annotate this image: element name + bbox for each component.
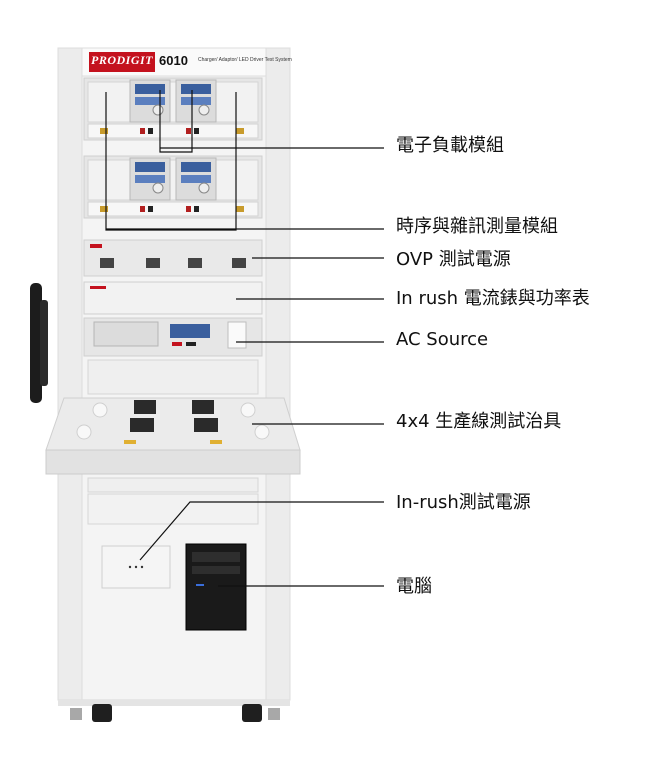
load-unit-2b-lcd2 [181, 175, 211, 183]
leader-electronic-load [159, 90, 193, 153]
ac-source-button-red [172, 342, 182, 346]
terminal-2-6 [236, 206, 244, 212]
fixture-button-left [124, 440, 136, 444]
wheel-right [242, 704, 262, 722]
ac-source-outlet [227, 321, 247, 349]
ovp-port-2 [146, 258, 160, 268]
callout-lines [105, 90, 384, 587]
lower-panel-2 [87, 493, 259, 525]
inrush-meter-indicator [90, 286, 106, 289]
ac-source-lcd [170, 324, 210, 338]
load-rack-1-strip [87, 123, 259, 139]
inrush-meter-module [83, 281, 263, 315]
callout-inrush-meter: In rush 電流錶與功率表 [396, 288, 590, 309]
fixture-socket-2 [192, 400, 214, 414]
fixture-socket-1 [134, 400, 156, 414]
cabinet-left-edge [57, 47, 83, 701]
terminal-1-2 [140, 128, 145, 134]
model-description: Charger/ Adaptor/ LED Driver Test System [198, 57, 292, 63]
load-unit-2a-lcd [135, 162, 165, 172]
load-knob-2a [152, 182, 164, 194]
ac-source-keys [93, 321, 159, 347]
wheel-left [92, 704, 112, 722]
terminal-1-6 [236, 128, 244, 134]
callout-test-fixture: 4x4 生產線測試治具 [396, 411, 562, 432]
callout-ac-source: AC Source [396, 329, 489, 350]
terminal-2-2 [140, 206, 145, 212]
load-rack-2-strip [87, 201, 259, 217]
load-unit-1a-lcd2 [135, 97, 165, 105]
callout-ovp-power: OVP 測試電源 [396, 249, 511, 270]
computer-power-led [196, 584, 204, 586]
fixture-outlet-3 [76, 424, 92, 440]
blank-panel [87, 359, 259, 395]
load-unit-1a-lcd [135, 84, 165, 94]
load-knob-1a [152, 104, 164, 116]
inrush-power-led-2 [134, 565, 138, 569]
brand-logo-strip [89, 68, 155, 72]
cabinet-base [58, 700, 290, 706]
load-knob-2b [198, 182, 210, 194]
terminal-1-3 [148, 128, 153, 134]
fixture-outlet-1 [92, 402, 108, 418]
ovp-indicator [90, 244, 102, 248]
terminal-2-3 [148, 206, 153, 212]
fixture-button-right [210, 440, 222, 444]
lower-panel-1 [87, 477, 259, 493]
load-rack-1-inner [87, 81, 259, 123]
fixture-table-front [45, 449, 301, 475]
fixture-outlet-4 [254, 424, 270, 440]
load-unit-2a-lcd2 [135, 175, 165, 183]
inrush-power-led-1 [128, 565, 132, 569]
terminal-1-5 [194, 128, 199, 134]
brand-logo: PRODIGIT [89, 52, 155, 68]
computer-drive-bay [192, 552, 240, 562]
terminal-2-4 [186, 206, 191, 212]
cabinet-right-edge [265, 47, 291, 701]
callout-electronic-load-module: 電子負載模組 [396, 135, 504, 156]
callout-inrush-power: In-rush測試電源 [396, 492, 531, 513]
leader-inrush-power [139, 501, 384, 561]
callout-timing-noise-module: 時序與雜訊測量模組 [396, 216, 558, 237]
inrush-power-led-3 [140, 565, 144, 569]
terminal-1-1 [100, 128, 108, 134]
terminal-2-1 [100, 206, 108, 212]
callout-computer: 電腦 [396, 576, 432, 597]
ovp-port-3 [188, 258, 202, 268]
leader-timing-noise [105, 92, 237, 231]
model-number: 6010 [159, 53, 188, 68]
fixture-socket-4 [194, 418, 218, 432]
foot-right [268, 708, 280, 720]
door-handle-grip [40, 300, 48, 386]
door-handle [30, 283, 42, 403]
ovp-port-4 [232, 258, 246, 268]
load-unit-1b-lcd [181, 84, 211, 94]
load-unit-2b-lcd [181, 162, 211, 172]
load-knob-1b [198, 104, 210, 116]
load-rack-2-inner [87, 159, 259, 201]
terminal-1-4 [186, 128, 191, 134]
load-unit-1b-lcd2 [181, 97, 211, 105]
ac-source-button-black [186, 342, 196, 346]
fixture-socket-3 [130, 418, 154, 432]
fixture-outlet-2 [240, 402, 256, 418]
foot-left [70, 708, 82, 720]
ovp-port-1 [100, 258, 114, 268]
terminal-2-5 [194, 206, 199, 212]
computer-drive-bay-2 [192, 566, 240, 574]
